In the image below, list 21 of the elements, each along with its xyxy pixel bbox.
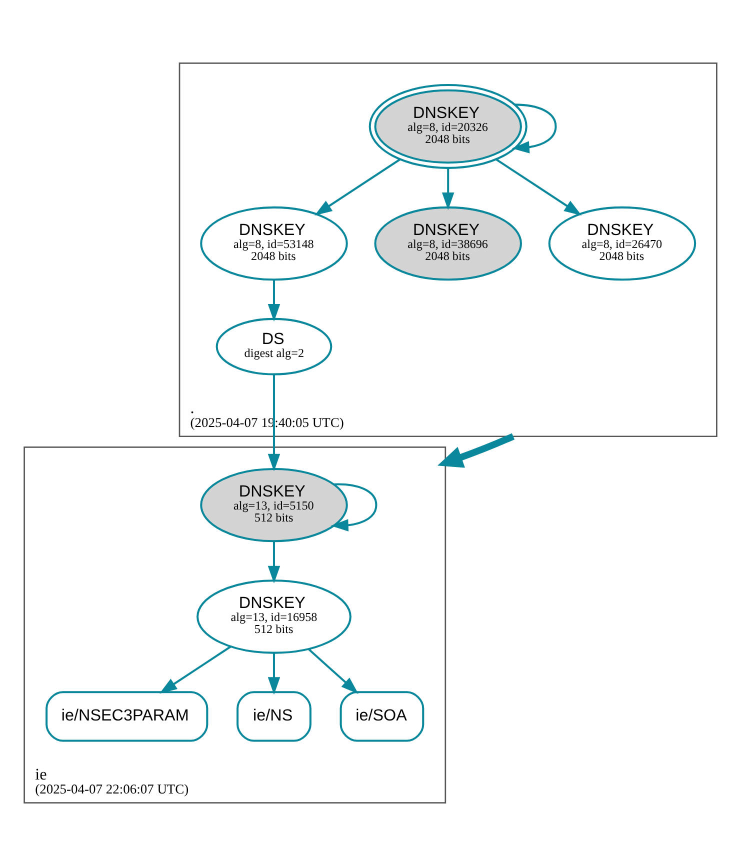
arrow (314, 158, 401, 216)
node-box: ie/SOA (340, 690, 424, 742)
arrow (268, 374, 280, 471)
node-ellipse: DNSKEY alg=13, id=16958 512 bits (196, 579, 352, 654)
arrow (496, 158, 582, 216)
node-ellipse: DS digest alg=2 (216, 317, 332, 375)
arrow (437, 432, 515, 468)
arrow (268, 652, 280, 694)
node-box: ie/NSEC3PARAM (46, 690, 208, 742)
arrow (308, 648, 358, 694)
node-ellipse: DNSKEY alg=8, id=38696 2048 bits (374, 206, 522, 280)
arrow (512, 103, 557, 153)
node-ellipse: DNSKEY alg=8, id=26470 2048 bits (548, 206, 696, 280)
arrow (159, 645, 232, 694)
node-box: ie/NS (236, 690, 312, 742)
arrow (268, 280, 280, 322)
arrow (442, 168, 454, 210)
node-ellipse: DNSKEY alg=8, id=53148 2048 bits (200, 206, 348, 280)
node-ellipse: DNSKEY alg=8, id=20326 2048 bits (368, 83, 528, 168)
arrow (268, 540, 280, 583)
arrow (330, 482, 378, 531)
